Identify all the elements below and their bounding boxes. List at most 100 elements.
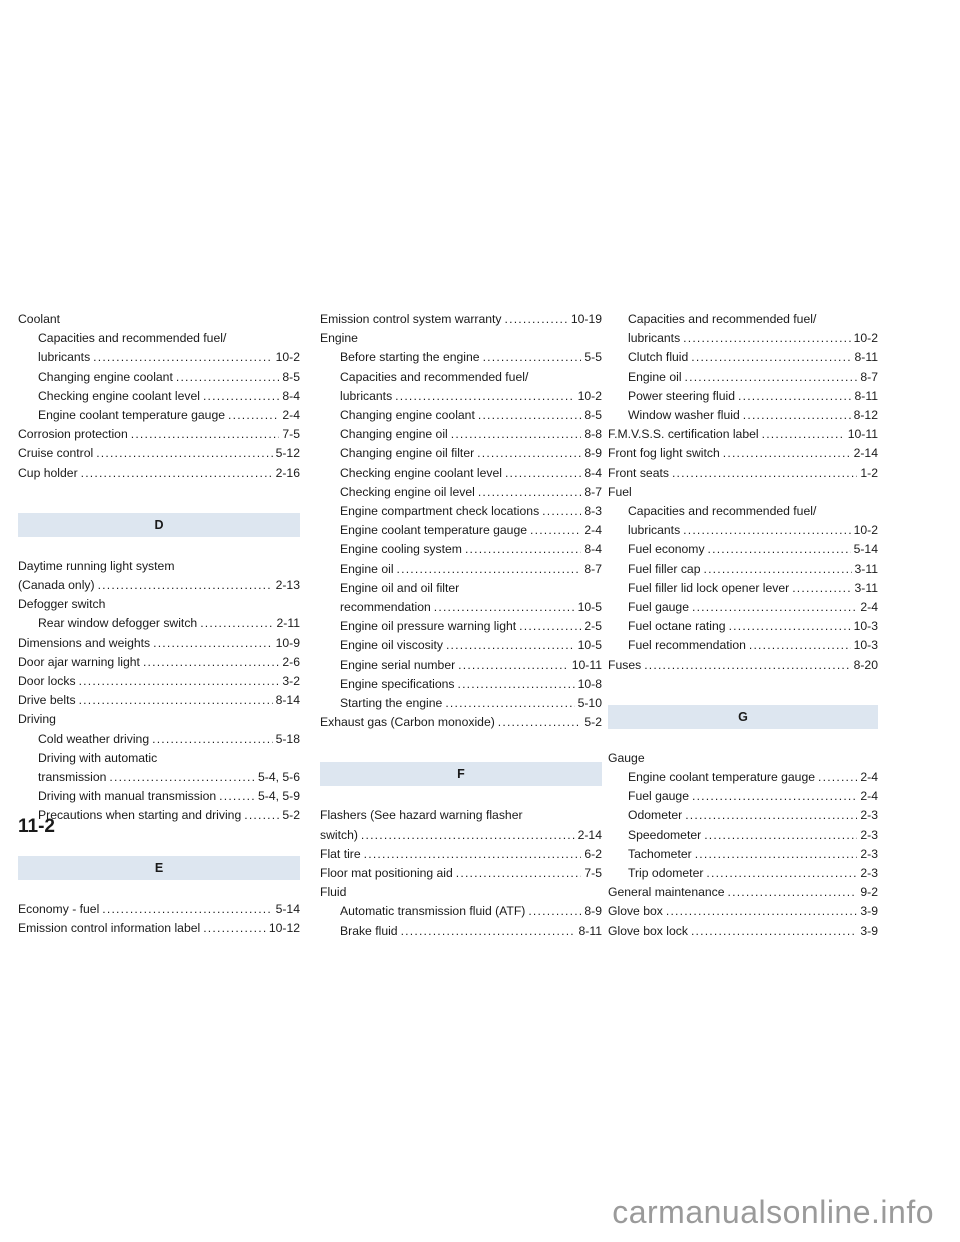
leader-dots: [478, 483, 582, 502]
index-entry-label: Engine compartment check locations: [340, 504, 540, 519]
leader-dots: [364, 845, 582, 864]
index-entry-label: Engine oil viscosity: [340, 638, 443, 653]
index-entry: Changing engine coolant8-5: [18, 368, 300, 387]
index-entry: Brake fluid8-11: [320, 922, 602, 941]
index-entry-label: Emission control information label: [18, 920, 201, 935]
index-entry: Engine oil pressure warning light2-5: [320, 617, 602, 636]
index-entry-label: Brake fluid: [340, 923, 398, 938]
leader-dots: [478, 406, 582, 425]
page-ref: 3-11: [854, 580, 879, 595]
index-entry: lubricants10-2: [608, 521, 878, 540]
index-entry-label: Driving with manual transmission: [38, 789, 217, 804]
index-entry-label: Power steering fluid: [628, 388, 736, 403]
index-entry: transmission5-4, 5-6: [18, 768, 300, 787]
page-ref: 2-3: [860, 808, 878, 823]
page-ref: 5-2: [282, 808, 300, 823]
index-entry-label: Trip odometer: [628, 866, 704, 881]
page-ref: 8-7: [860, 369, 878, 384]
index-entry-label: Checking engine coolant level: [340, 465, 502, 480]
index-entry-label: lubricants: [628, 331, 681, 346]
leader-dots: [456, 864, 582, 883]
page-ref: 1-2: [860, 465, 878, 480]
leader-dots: [708, 540, 851, 559]
page-ref: 5-10: [577, 696, 602, 711]
index-entry: Drive belts8-14: [18, 691, 300, 710]
leader-dots: [498, 713, 582, 732]
leader-dots: [79, 691, 273, 710]
page-ref: 10-2: [853, 523, 878, 538]
page-number: 11-2: [18, 816, 55, 837]
index-entry-text: Driving with automatic: [38, 750, 158, 765]
page-ref: 8-3: [584, 504, 602, 519]
index-entry: Fuel octane rating10-3: [608, 617, 878, 636]
leader-dots: [109, 768, 255, 787]
leader-dots: [738, 387, 851, 406]
index-entry: Engine coolant temperature gauge 2-4: [18, 406, 300, 425]
leader-dots: [530, 521, 581, 540]
index-entry: Speedometer 2-3: [608, 826, 878, 845]
index-entry-text: Engine oil and oil filter: [340, 580, 460, 595]
page-ref: 7-5: [282, 427, 300, 442]
page-ref: 8-4: [584, 465, 602, 480]
index-heading-fluid: Fluid: [320, 885, 347, 900]
index-entry-label: Engine coolant temperature gauge: [340, 523, 528, 538]
index-entry-label: Engine serial number: [340, 657, 456, 672]
page-ref: 8-4: [282, 388, 300, 403]
index-entry: Automatic transmission fluid (ATF)8-9: [320, 902, 602, 921]
index-entry: Fuel economy5-14: [608, 540, 878, 559]
leader-dots: [542, 502, 581, 521]
leader-dots: [528, 902, 581, 921]
index-entry-label: Speedometer: [628, 827, 702, 842]
index-entry-label: Economy - fuel: [18, 901, 100, 916]
page-ref: 8-5: [584, 408, 602, 423]
page-ref: 8-9: [584, 904, 602, 919]
index-entry-label: Fuel gauge: [628, 600, 689, 615]
index-entry-label: Engine coolant temperature gauge: [38, 408, 226, 423]
index-entry: (Canada only)2-13: [18, 576, 300, 595]
index-entry: Engine coolant temperature gauge2-4: [608, 768, 878, 787]
index-entry: Engine specifications10-8: [320, 675, 602, 694]
index-entry: Glove box3-9: [608, 902, 878, 921]
leader-dots: [98, 576, 273, 595]
index-entry: Engine oil8-7: [608, 368, 878, 387]
leader-dots: [692, 787, 857, 806]
page-ref: 2-4: [282, 408, 300, 423]
index-entry-label: Glove box: [608, 904, 663, 919]
leader-dots: [685, 806, 857, 825]
page-ref: 10-2: [275, 350, 300, 365]
index-entry: Dimensions and weights10-9: [18, 634, 300, 653]
leader-dots: [458, 675, 575, 694]
section-band-e: E: [18, 855, 300, 880]
leader-dots: [131, 425, 280, 444]
index-entry-label: Engine cooling system: [340, 542, 462, 557]
page-ref: 2-13: [275, 578, 300, 593]
page-ref: 10-2: [853, 331, 878, 346]
page-ref: 2-4: [860, 770, 878, 785]
index-entry-label: Floor mat positioning aid: [320, 866, 453, 881]
leader-dots: [395, 387, 574, 406]
page-ref: 3-2: [282, 674, 300, 689]
index-entry-label: Cup holder: [18, 465, 78, 480]
index-entry: F.M.V.S.S. certification label10-11: [608, 425, 878, 444]
leader-dots: [644, 656, 850, 675]
index-entry: Odometer2-3: [608, 806, 878, 825]
index-entry-label: Exhaust gas (Carbon monoxide): [320, 715, 495, 730]
index-entry-label: Cold weather driving: [38, 731, 150, 746]
leader-dots: [683, 329, 850, 348]
page-ref: 5-14: [853, 542, 878, 557]
index-entry: Door ajar warning light2-6: [18, 653, 300, 672]
page-ref: 2-3: [860, 827, 878, 842]
leader-dots: [152, 730, 272, 749]
index-entry: Door locks3-2: [18, 672, 300, 691]
index-entry-label: recommendation: [340, 600, 431, 615]
leader-dots: [818, 768, 857, 787]
index-heading-gauge: Gauge: [608, 750, 645, 765]
index-entry-label: transmission: [38, 770, 107, 785]
leader-dots: [666, 902, 858, 921]
index-entry: Cold weather driving5-18: [18, 730, 300, 749]
leader-dots: [792, 579, 851, 598]
page-ref: 8-7: [584, 561, 602, 576]
leader-dots: [79, 672, 280, 691]
index-entry-label: Fuel filler cap: [628, 561, 701, 576]
index-entry: Engine serial number10-11: [320, 656, 602, 675]
